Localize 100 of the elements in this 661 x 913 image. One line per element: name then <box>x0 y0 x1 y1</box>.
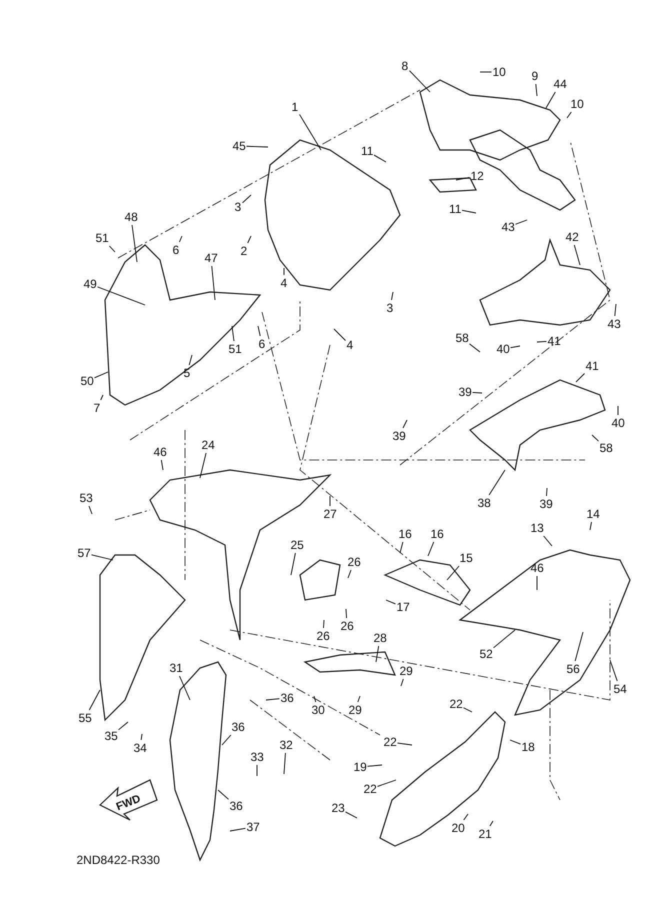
leader-line <box>463 707 472 712</box>
callout-number: 23 <box>332 801 345 815</box>
leader-line <box>256 764 258 776</box>
callout-number: 6 <box>172 243 180 257</box>
callout-number: 42 <box>566 230 579 244</box>
leader-line <box>230 828 246 832</box>
callout-number: 33 <box>250 750 264 764</box>
callout-number: 13 <box>530 521 544 535</box>
leader-line <box>488 470 506 496</box>
leader-line <box>346 608 347 618</box>
leader-line <box>247 236 252 244</box>
leader-line <box>510 346 520 348</box>
callout-number: 43 <box>502 220 515 234</box>
leader-line <box>258 326 261 336</box>
callout-number: 39 <box>392 429 406 443</box>
callout-number: 52 <box>480 647 493 661</box>
leader-line <box>493 630 516 648</box>
leader-line <box>397 742 412 746</box>
callout-number: 22 <box>384 735 397 749</box>
leader-line <box>367 764 382 767</box>
leader-line <box>463 814 468 820</box>
callout-number: 58 <box>456 331 469 345</box>
callout-number: 51 <box>228 342 242 356</box>
leader-line <box>94 372 108 378</box>
leader-line <box>314 696 316 702</box>
callout-number: 8 <box>402 59 408 73</box>
callout-number: 41 <box>548 334 561 348</box>
leader-line <box>374 154 386 162</box>
callout-number: 26 <box>340 619 354 633</box>
leader-line <box>590 522 592 530</box>
leader-line <box>140 734 142 740</box>
leader-line <box>222 734 232 746</box>
leader-line <box>345 812 358 818</box>
callout-number: 38 <box>478 496 491 510</box>
callout-number: 39 <box>540 497 553 511</box>
callout-number: 27 <box>324 507 337 521</box>
leader-line <box>614 304 616 316</box>
callout-number: 21 <box>478 827 492 841</box>
leader-line <box>188 354 192 366</box>
callout-number: 1 <box>292 100 298 114</box>
leader-line <box>446 566 460 580</box>
callout-number: 15 <box>460 551 473 565</box>
leader-line <box>592 434 599 442</box>
callout-number: 18 <box>522 740 535 754</box>
leader-line <box>402 420 408 428</box>
callout-number: 16 <box>430 527 444 541</box>
leader-line <box>515 220 528 225</box>
callout-number: 56 <box>566 662 580 676</box>
callout-number: 36 <box>232 720 245 734</box>
leader-line <box>610 660 618 682</box>
leader-line <box>376 646 380 662</box>
part-code: 2ND8422-R330 <box>76 853 160 867</box>
callout-number: 46 <box>530 561 544 575</box>
callout-number: 22 <box>364 782 377 796</box>
leader-line <box>386 600 396 604</box>
leader-line <box>536 576 538 590</box>
callout-number: 44 <box>554 77 567 91</box>
leader-line <box>299 114 322 150</box>
callout-number: 50 <box>80 374 94 388</box>
callout-number: 26 <box>348 555 361 569</box>
callout-number: 46 <box>154 445 167 459</box>
callout-number: 53 <box>80 491 93 505</box>
leader-line <box>118 722 128 730</box>
callout-number: 25 <box>290 538 304 552</box>
callout-number: 26 <box>316 629 330 643</box>
callout-number: 3 <box>386 301 394 315</box>
leader-line <box>489 820 494 826</box>
callout-number: 36 <box>230 799 243 813</box>
callout-number: 20 <box>452 821 465 835</box>
callout-number: 40 <box>612 416 625 430</box>
callout-number: 9 <box>532 69 538 83</box>
callout-number: 4 <box>346 338 354 352</box>
leader-line <box>160 460 164 470</box>
leader-line <box>266 698 280 700</box>
callout-number: 30 <box>312 703 325 717</box>
leader-line <box>469 343 480 352</box>
callout-number: 49 <box>84 277 97 291</box>
leader-line <box>88 690 100 710</box>
callout-number: 19 <box>354 760 367 774</box>
leader-line <box>242 194 252 204</box>
callout-number: 55 <box>78 711 92 725</box>
leader-line <box>323 620 324 628</box>
callout-number: 31 <box>170 661 183 675</box>
leader-line <box>456 176 470 180</box>
callout-number: 3 <box>234 200 242 214</box>
leader-line <box>232 326 234 342</box>
fwd-label: FWD <box>114 792 142 814</box>
leader-line <box>97 286 146 306</box>
callout-number: 39 <box>458 385 472 399</box>
leader-line <box>536 341 547 342</box>
leader-line <box>543 536 552 546</box>
callout-number: 29 <box>400 664 413 678</box>
callout-number: 2 <box>240 244 248 258</box>
callout-number: 54 <box>614 682 627 696</box>
callout-number: 34 <box>134 741 147 755</box>
callout-number: 11 <box>449 202 462 216</box>
callout-number: 5 <box>184 366 190 380</box>
callout-number: 7 <box>94 401 100 415</box>
callout-number: 41 <box>586 359 599 373</box>
leader-line <box>246 146 268 148</box>
